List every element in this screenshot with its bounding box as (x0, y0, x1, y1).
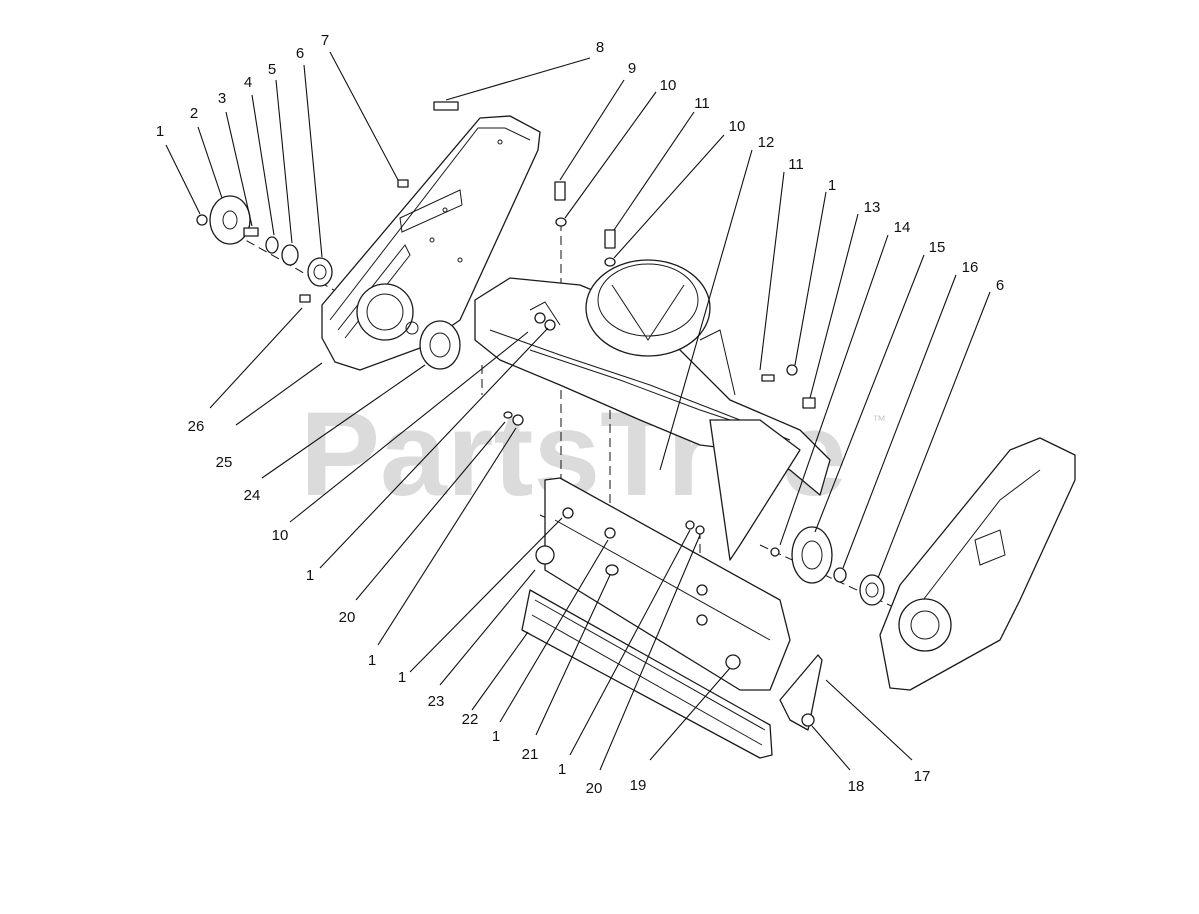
callout-label: 3 (218, 90, 226, 107)
callout-label: 6 (296, 45, 304, 62)
callout-label: 8 (596, 39, 604, 56)
left-bearing-flange (419, 320, 461, 370)
callout-label: 20 (339, 609, 356, 626)
callout-label: 11 (788, 156, 804, 173)
callout-label: 1 (368, 652, 376, 669)
callout-label: 6 (996, 277, 1004, 294)
callout-label: 1 (156, 123, 164, 140)
skid-shoe (779, 654, 823, 731)
callout-labels: 1 2 3 4 5 6 7 8 9 10 11 10 12 11 1 13 14… (156, 32, 1004, 797)
callout-label: 1 (558, 761, 566, 778)
callout-label: 4 (244, 74, 252, 91)
callout-label: 14 (894, 219, 911, 236)
chute-opening (585, 259, 711, 357)
callout-label: 26 (188, 418, 205, 435)
left-side-plate (321, 115, 541, 371)
callout-label: 21 (522, 746, 539, 763)
callout-label: 10 (660, 77, 677, 94)
callout-label: 9 (628, 60, 636, 77)
callout-label: 1 (398, 669, 406, 686)
callout-label: 16 (962, 259, 979, 276)
left-hardware-stack (196, 101, 459, 303)
callout-label: 11 (694, 95, 710, 112)
callout-label: 7 (321, 32, 329, 49)
callout-label: 10 (272, 527, 289, 544)
callout-label: 17 (914, 768, 931, 785)
callout-label: 5 (268, 61, 276, 78)
callout-label: 1 (306, 567, 314, 584)
callout-label: 10 (729, 118, 746, 135)
callout-label: 1 (828, 177, 836, 194)
scraper-bar (521, 589, 773, 759)
callout-label: 23 (428, 693, 445, 710)
callout-label: 12 (758, 134, 775, 151)
callout-label: 2 (190, 105, 198, 122)
callout-label: 19 (630, 777, 647, 794)
main-housing (474, 277, 831, 561)
right-side-plate (879, 437, 1076, 691)
right-bearing-stack (770, 526, 885, 606)
callout-label: 20 (586, 780, 603, 797)
callout-label: 22 (462, 711, 479, 728)
callout-label: 25 (216, 454, 233, 471)
watermark-trademark: ™ (872, 412, 886, 428)
callout-label: 18 (848, 778, 865, 795)
callout-label: 24 (244, 487, 261, 504)
callout-label: 15 (929, 239, 946, 256)
leader-lines (165, 51, 991, 771)
fasteners (503, 181, 816, 727)
callout-label: 1 (492, 728, 500, 745)
callout-label: 13 (864, 199, 881, 216)
